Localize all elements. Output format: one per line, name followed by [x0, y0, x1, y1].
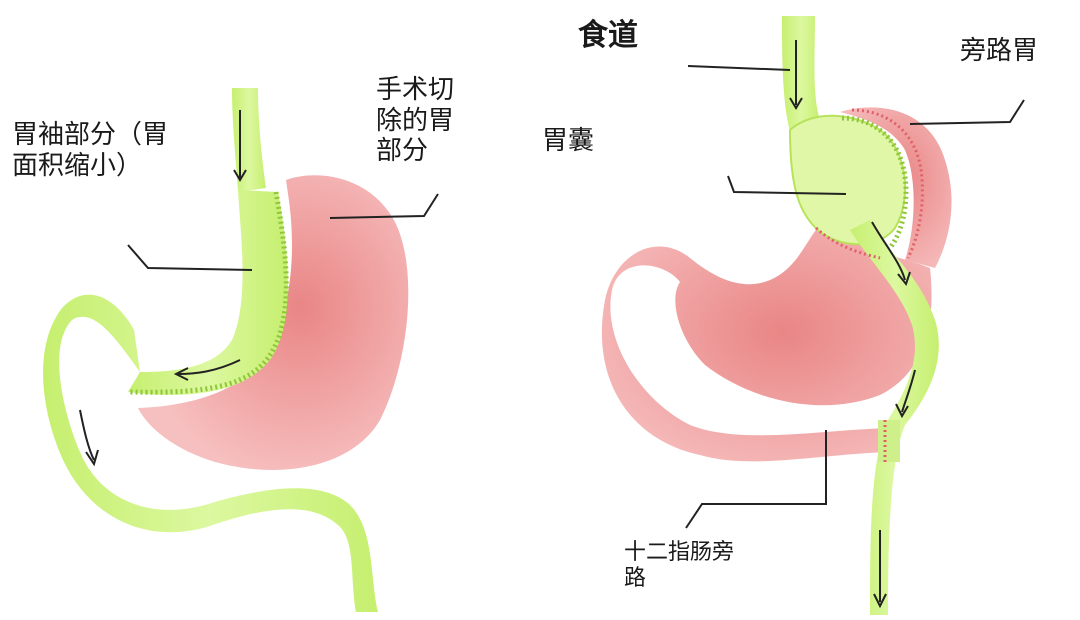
right-flow-arrows [789, 40, 916, 609]
bypassed-stomach-body [601, 225, 932, 462]
label-duodenal-bypass: 十二指肠旁 路 [624, 540, 735, 591]
gastric-pouch [788, 114, 907, 246]
leader-removed [329, 193, 439, 219]
bypassed-stomach-top [840, 107, 952, 268]
right-esophagus-tube [782, 16, 820, 132]
roux-limb-tube [850, 220, 939, 615]
left-figure-sleeve-gastrectomy [43, 88, 439, 612]
leader-pouch [727, 175, 847, 195]
duodenum-junction [878, 420, 900, 462]
stomach-sleeve-tube [128, 190, 288, 395]
label-gastric-pouch: 胃囊 [542, 126, 595, 156]
label-esophagus: 食道 [578, 18, 638, 53]
bypassed-staple-top [851, 108, 924, 259]
label-removed-stomach-part: 手术切 除的胃 部分 [376, 75, 455, 167]
left-flow-arrows [79, 110, 247, 467]
removed-stomach-part [138, 175, 409, 470]
right-figure-gastric-bypass [601, 16, 1025, 615]
leader-sleeve [127, 244, 253, 271]
pouch-staple-line [841, 115, 909, 250]
leader-bypassed-stomach [909, 99, 1025, 125]
leader-esophagus [687, 65, 791, 71]
bypassed-staple-bottom [815, 226, 881, 260]
leader-duodenal-bypass [685, 430, 827, 529]
label-bypassed-stomach: 旁路胃 [960, 36, 1039, 66]
label-sleeve-part: 胃袖部分（胃 面积缩小） [12, 120, 169, 181]
